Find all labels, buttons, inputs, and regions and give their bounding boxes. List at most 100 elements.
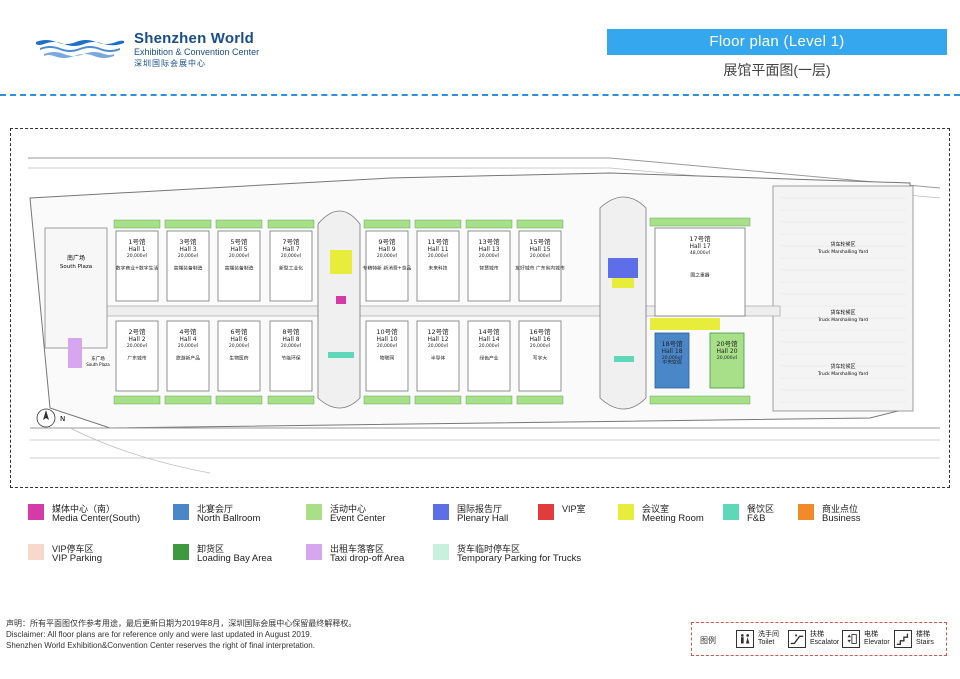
legend-label-cn: 北宴会厅: [197, 504, 234, 514]
loading-bay: [113, 395, 161, 405]
hall-tenant: 物联网: [380, 355, 395, 362]
hall-area: 20,000㎡: [530, 342, 551, 349]
hall-en: Hall 20: [716, 348, 737, 355]
legend-label-cn: 卸货区: [197, 544, 225, 554]
hall-outline: [654, 227, 746, 317]
hall-area: 20,000㎡: [479, 252, 500, 259]
map-frame: [10, 128, 950, 488]
hall-tenant: 智慧城市: [479, 265, 498, 272]
hall-area: 20,000㎡: [377, 252, 398, 259]
disclaimer: 声明：所有平面图仅作参考用途，最后更新日期为2019年8月，深圳国际会展中心保留…: [6, 618, 356, 651]
north-arrow-icon: N: [36, 408, 65, 428]
legend-label-en: Media Center(South): [52, 513, 141, 524]
hall-en: Hall 13: [478, 246, 499, 253]
legend-label-cn: 出租车落客区: [330, 544, 385, 554]
hall-en: Hall 11: [427, 246, 448, 253]
hall-area: 20,000㎡: [428, 342, 449, 349]
hall-area: 20,000㎡: [281, 252, 302, 259]
hall-area: 20,000㎡: [530, 252, 551, 259]
loading-bay: [516, 219, 564, 229]
hall-area: 20,000㎡: [127, 252, 148, 259]
loading-bay: [363, 219, 411, 229]
truck-yard-en: Truck Marshalling Yard: [817, 317, 868, 323]
meeting-room-c: [650, 318, 720, 330]
loading-bay: [465, 395, 513, 405]
hall-outline: [518, 320, 562, 392]
hall-en: Hall 18: [661, 348, 682, 355]
logo: Shenzhen World Exhibition & Convention C…: [34, 30, 274, 70]
legend-label-en: VIP Parking: [52, 553, 102, 564]
svg-text:N: N: [60, 415, 65, 423]
hall-tenant: 广东城市: [127, 355, 146, 362]
toilet-icon: [736, 630, 754, 648]
legend-label-en: Temporary Parking for Trucks: [457, 553, 582, 564]
hall-outline: [217, 320, 261, 392]
hall-outline: [518, 230, 562, 302]
escalator-icon: [788, 630, 806, 648]
legend-label-cn: VIP停车区: [52, 544, 94, 554]
hall-tenant: 中央空调: [662, 358, 681, 365]
legend-label-cn: 餐饮区: [747, 504, 775, 514]
icon-legend: 图例 洗手间 Toilet 扶梯 Escalator 电梯 Elevator 楼…: [691, 622, 947, 656]
legend-swatch: [618, 504, 634, 520]
hall-outline: [467, 320, 511, 392]
page-title: Floor plan (Level 1): [607, 29, 947, 55]
legend-swatch: [28, 504, 44, 520]
loading-bay: [414, 395, 462, 405]
disclaimer-cn: 声明：所有平面图仅作参考用途，最后更新日期为2019年8月，深圳国际会展中心保留…: [6, 619, 357, 628]
legend-label-en: Taxi drop-off Area: [330, 553, 405, 564]
hall-cn: 14号馆: [478, 327, 500, 336]
loading-bay: [113, 219, 161, 229]
truck-yard-cn: 货车轮候区: [830, 309, 855, 316]
hall-en: Hall 15: [529, 246, 550, 253]
hall-tenant: 高端装备制造: [174, 265, 203, 272]
legend-label-en: Event Center: [330, 513, 386, 524]
loading-bay: [164, 219, 212, 229]
hall-area: 20,000㎡: [229, 252, 250, 259]
legend-label-en: F&B: [747, 513, 766, 524]
hall-cn: 8号馆: [282, 327, 300, 336]
hall-tenant: 未来科技: [428, 265, 447, 272]
stairs-icon: [894, 630, 912, 648]
hall-en: Hall 9: [378, 246, 395, 253]
legend-label-en: North Ballroom: [197, 513, 261, 524]
legend-label-en: Plenary Hall: [457, 513, 509, 524]
hall-en: Hall 1: [128, 246, 145, 253]
hall-outline: [416, 230, 460, 302]
legend-label-cn: 会议室: [642, 504, 670, 514]
hall-outline: [467, 230, 511, 302]
hall-cn: 7号馆: [282, 237, 300, 246]
plenary-hall: [608, 258, 638, 278]
loading-bay: [215, 219, 263, 229]
hall-cn: 10号馆: [376, 327, 398, 336]
legend-label-cn: 货车临时停车区: [457, 544, 521, 554]
loading-bay: [414, 219, 462, 229]
meeting-room-b: [612, 278, 634, 288]
hall-tenant: 旅游新产品: [176, 355, 200, 362]
hall-cn: 20号馆: [716, 339, 738, 348]
disclaimer-en-1: Disclaimer: All floor plans are for refe…: [6, 630, 312, 639]
hall-cn: 17号馆: [689, 234, 711, 243]
hall-area: 20,000㎡: [717, 354, 738, 361]
loading-bay: [516, 395, 564, 405]
hall-tenant: 国之重器: [690, 271, 709, 278]
logo-title: Shenzhen World: [134, 30, 255, 47]
icon-legend-title: 图例: [700, 636, 716, 645]
truck-yard-en: Truck Marshalling Yard: [817, 371, 868, 377]
loading-bay: [164, 395, 212, 405]
